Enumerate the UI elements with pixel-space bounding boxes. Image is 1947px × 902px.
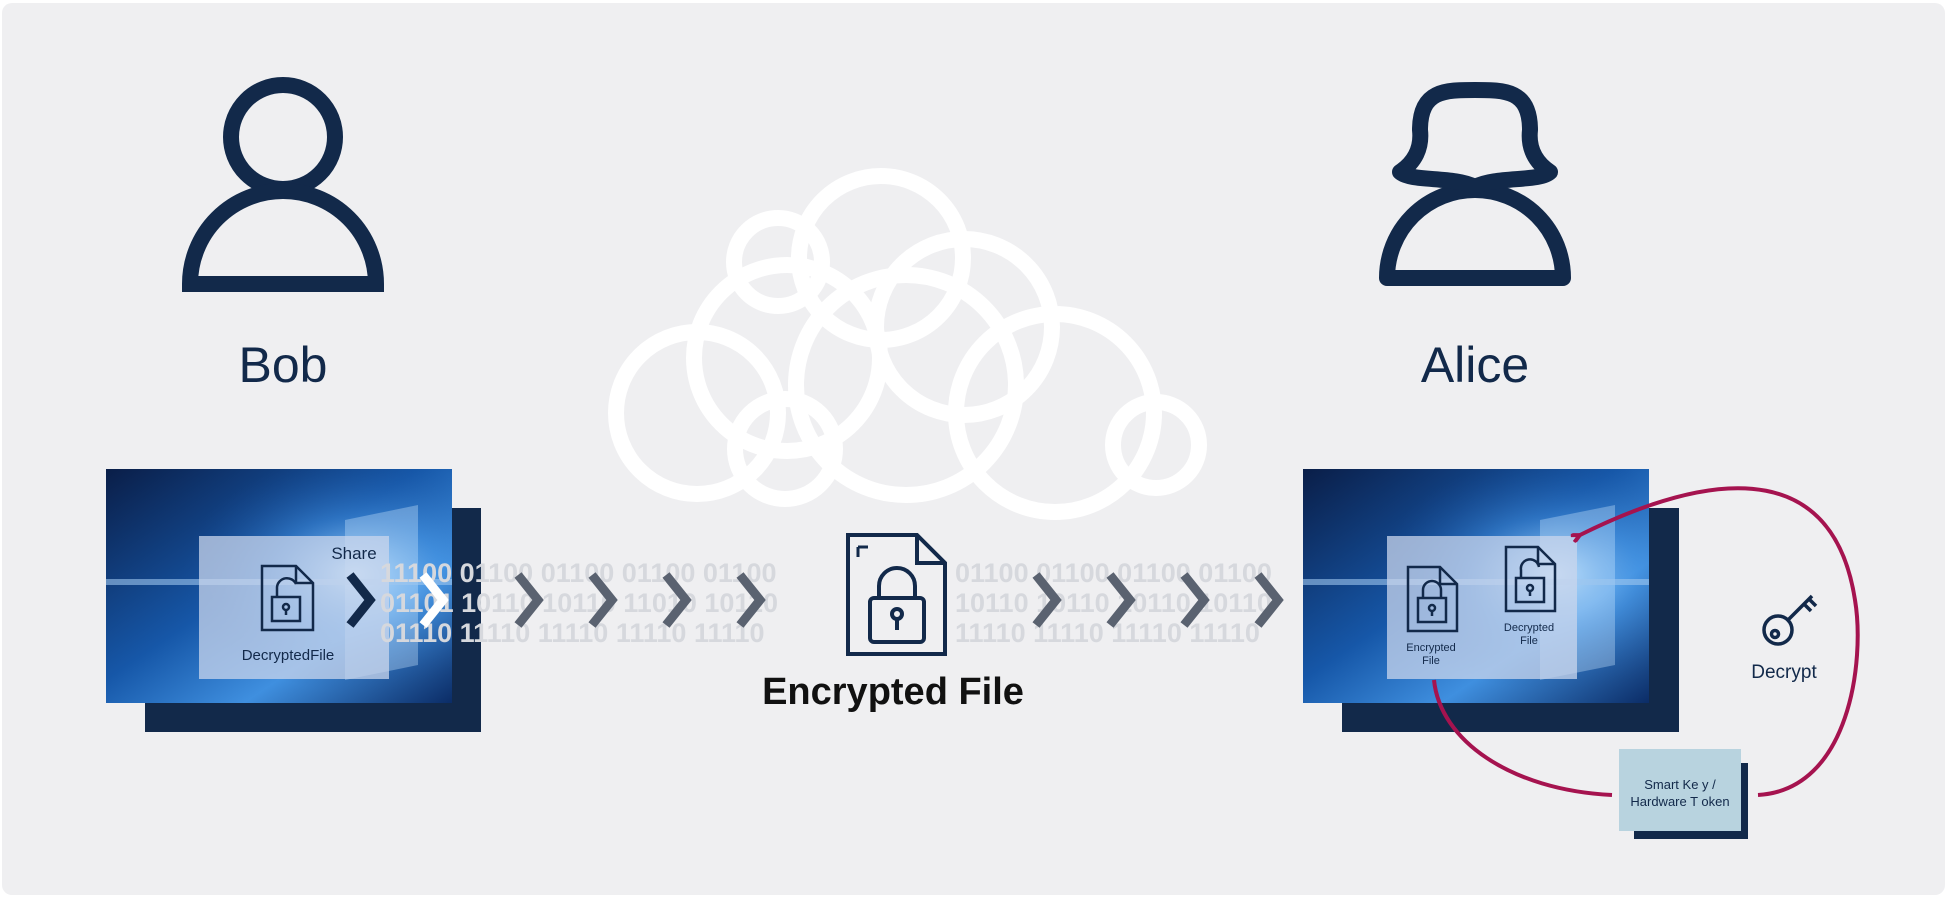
chevron-right-icon — [514, 572, 544, 628]
encrypted-file-small-label-line2: File — [1422, 655, 1440, 667]
alice-screen — [1303, 469, 1679, 732]
decrypt-flow-lower-curve — [1432, 679, 1613, 797]
locked-file-icon — [846, 533, 947, 656]
chevron-right-icon — [419, 572, 449, 628]
decrypt-label: Decrypt — [1751, 662, 1817, 683]
chevron-right-icon — [1254, 572, 1284, 628]
chevron-right-icon — [736, 572, 766, 628]
token-label-line1: Smart Ke y / — [1644, 777, 1716, 792]
token-label-line2: Hardware T oken — [1630, 794, 1729, 809]
binary-stream-left: 11100 01100 01100 01100 01100 01101 1011… — [380, 558, 778, 648]
encrypted-file-small-label-line1: Encrypted — [1406, 642, 1456, 654]
unlocked-file-icon — [260, 564, 315, 632]
decrypted-file-small-label-line1: Decrypted — [1504, 622, 1554, 634]
binary-row-right: 11110 11110 11110 11110 — [955, 618, 1260, 648]
binary-row-right: 10110 10110 10110 10110 — [955, 588, 1272, 618]
bob-label: Bob — [239, 337, 328, 393]
binary-stream-right: 01100 01100 01100 01100 10110 10110 1011… — [955, 558, 1272, 648]
token-box — [1619, 749, 1741, 831]
decrypt-flow-arrow — [1578, 486, 1860, 797]
encrypted-file-label: Encrypted File — [762, 671, 1024, 713]
chevron-right-icon — [346, 572, 376, 628]
binary-row-left: 11100 01100 01100 01100 01100 — [380, 558, 776, 588]
alice-user-icon — [1379, 82, 1571, 286]
decrypted-file-icon — [1504, 545, 1557, 613]
decrypted-file-label: DecryptedFile — [242, 647, 335, 664]
alice-label: Alice — [1421, 337, 1529, 393]
chevron-right-icon — [1180, 572, 1210, 628]
chevron-right-icon — [1032, 572, 1062, 628]
decrypted-file-small-label-line2: File — [1520, 635, 1538, 647]
encrypted-file-icon — [1406, 565, 1459, 633]
key-icon — [1762, 594, 1818, 646]
binary-row-left: 01110 11110 11110 11110 11110 — [380, 618, 765, 648]
cloud-icon — [608, 168, 1207, 520]
chevron-right-icon — [1106, 572, 1136, 628]
chevron-right-icon — [662, 572, 692, 628]
bob-user-icon — [181, 77, 385, 292]
share-label: Share — [331, 544, 376, 563]
chevron-right-icon — [588, 572, 618, 628]
